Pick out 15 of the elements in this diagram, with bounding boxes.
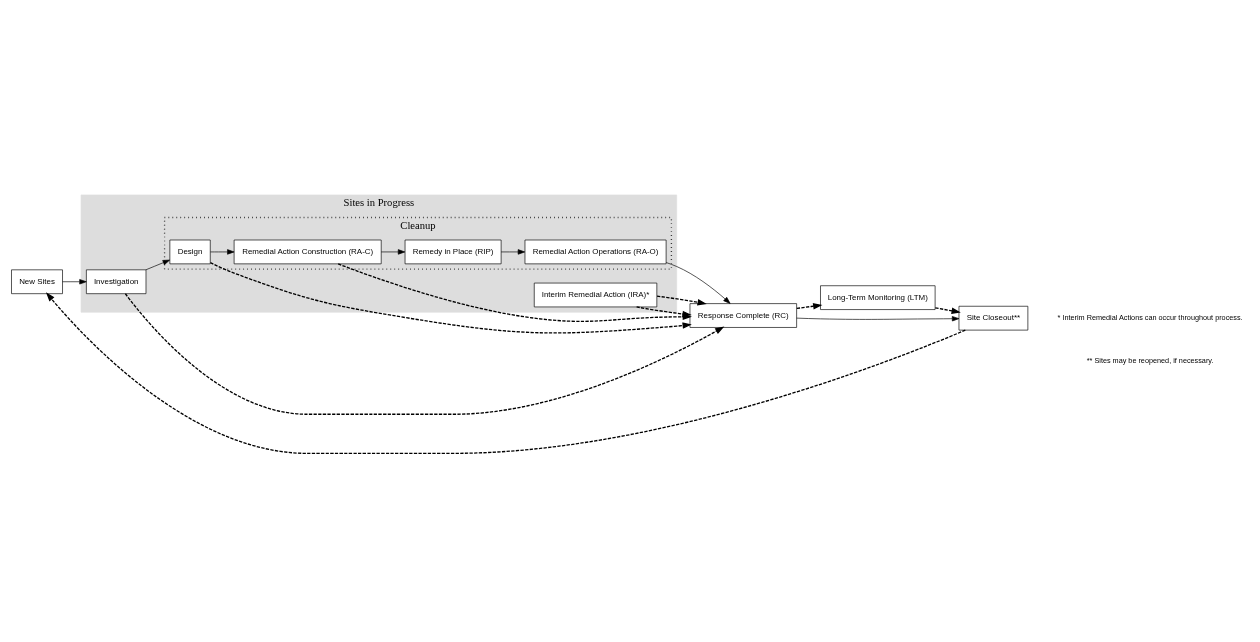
arrow [380,248,406,255]
arrow [934,306,961,314]
arrow [500,248,526,255]
arrow [145,259,170,270]
label: ** Sites may be reopened, if necessary. [1086,355,1214,365]
arrow [124,292,725,415]
arrow [665,261,731,304]
arrow [45,291,966,454]
label: * Interim Remedial Actions can occur throughout process. [1057,312,1243,322]
arrow [656,295,707,305]
arrow [796,315,960,321]
arrow [796,302,823,309]
arrow [62,278,87,284]
arrow [635,305,692,317]
arrow [210,248,235,255]
